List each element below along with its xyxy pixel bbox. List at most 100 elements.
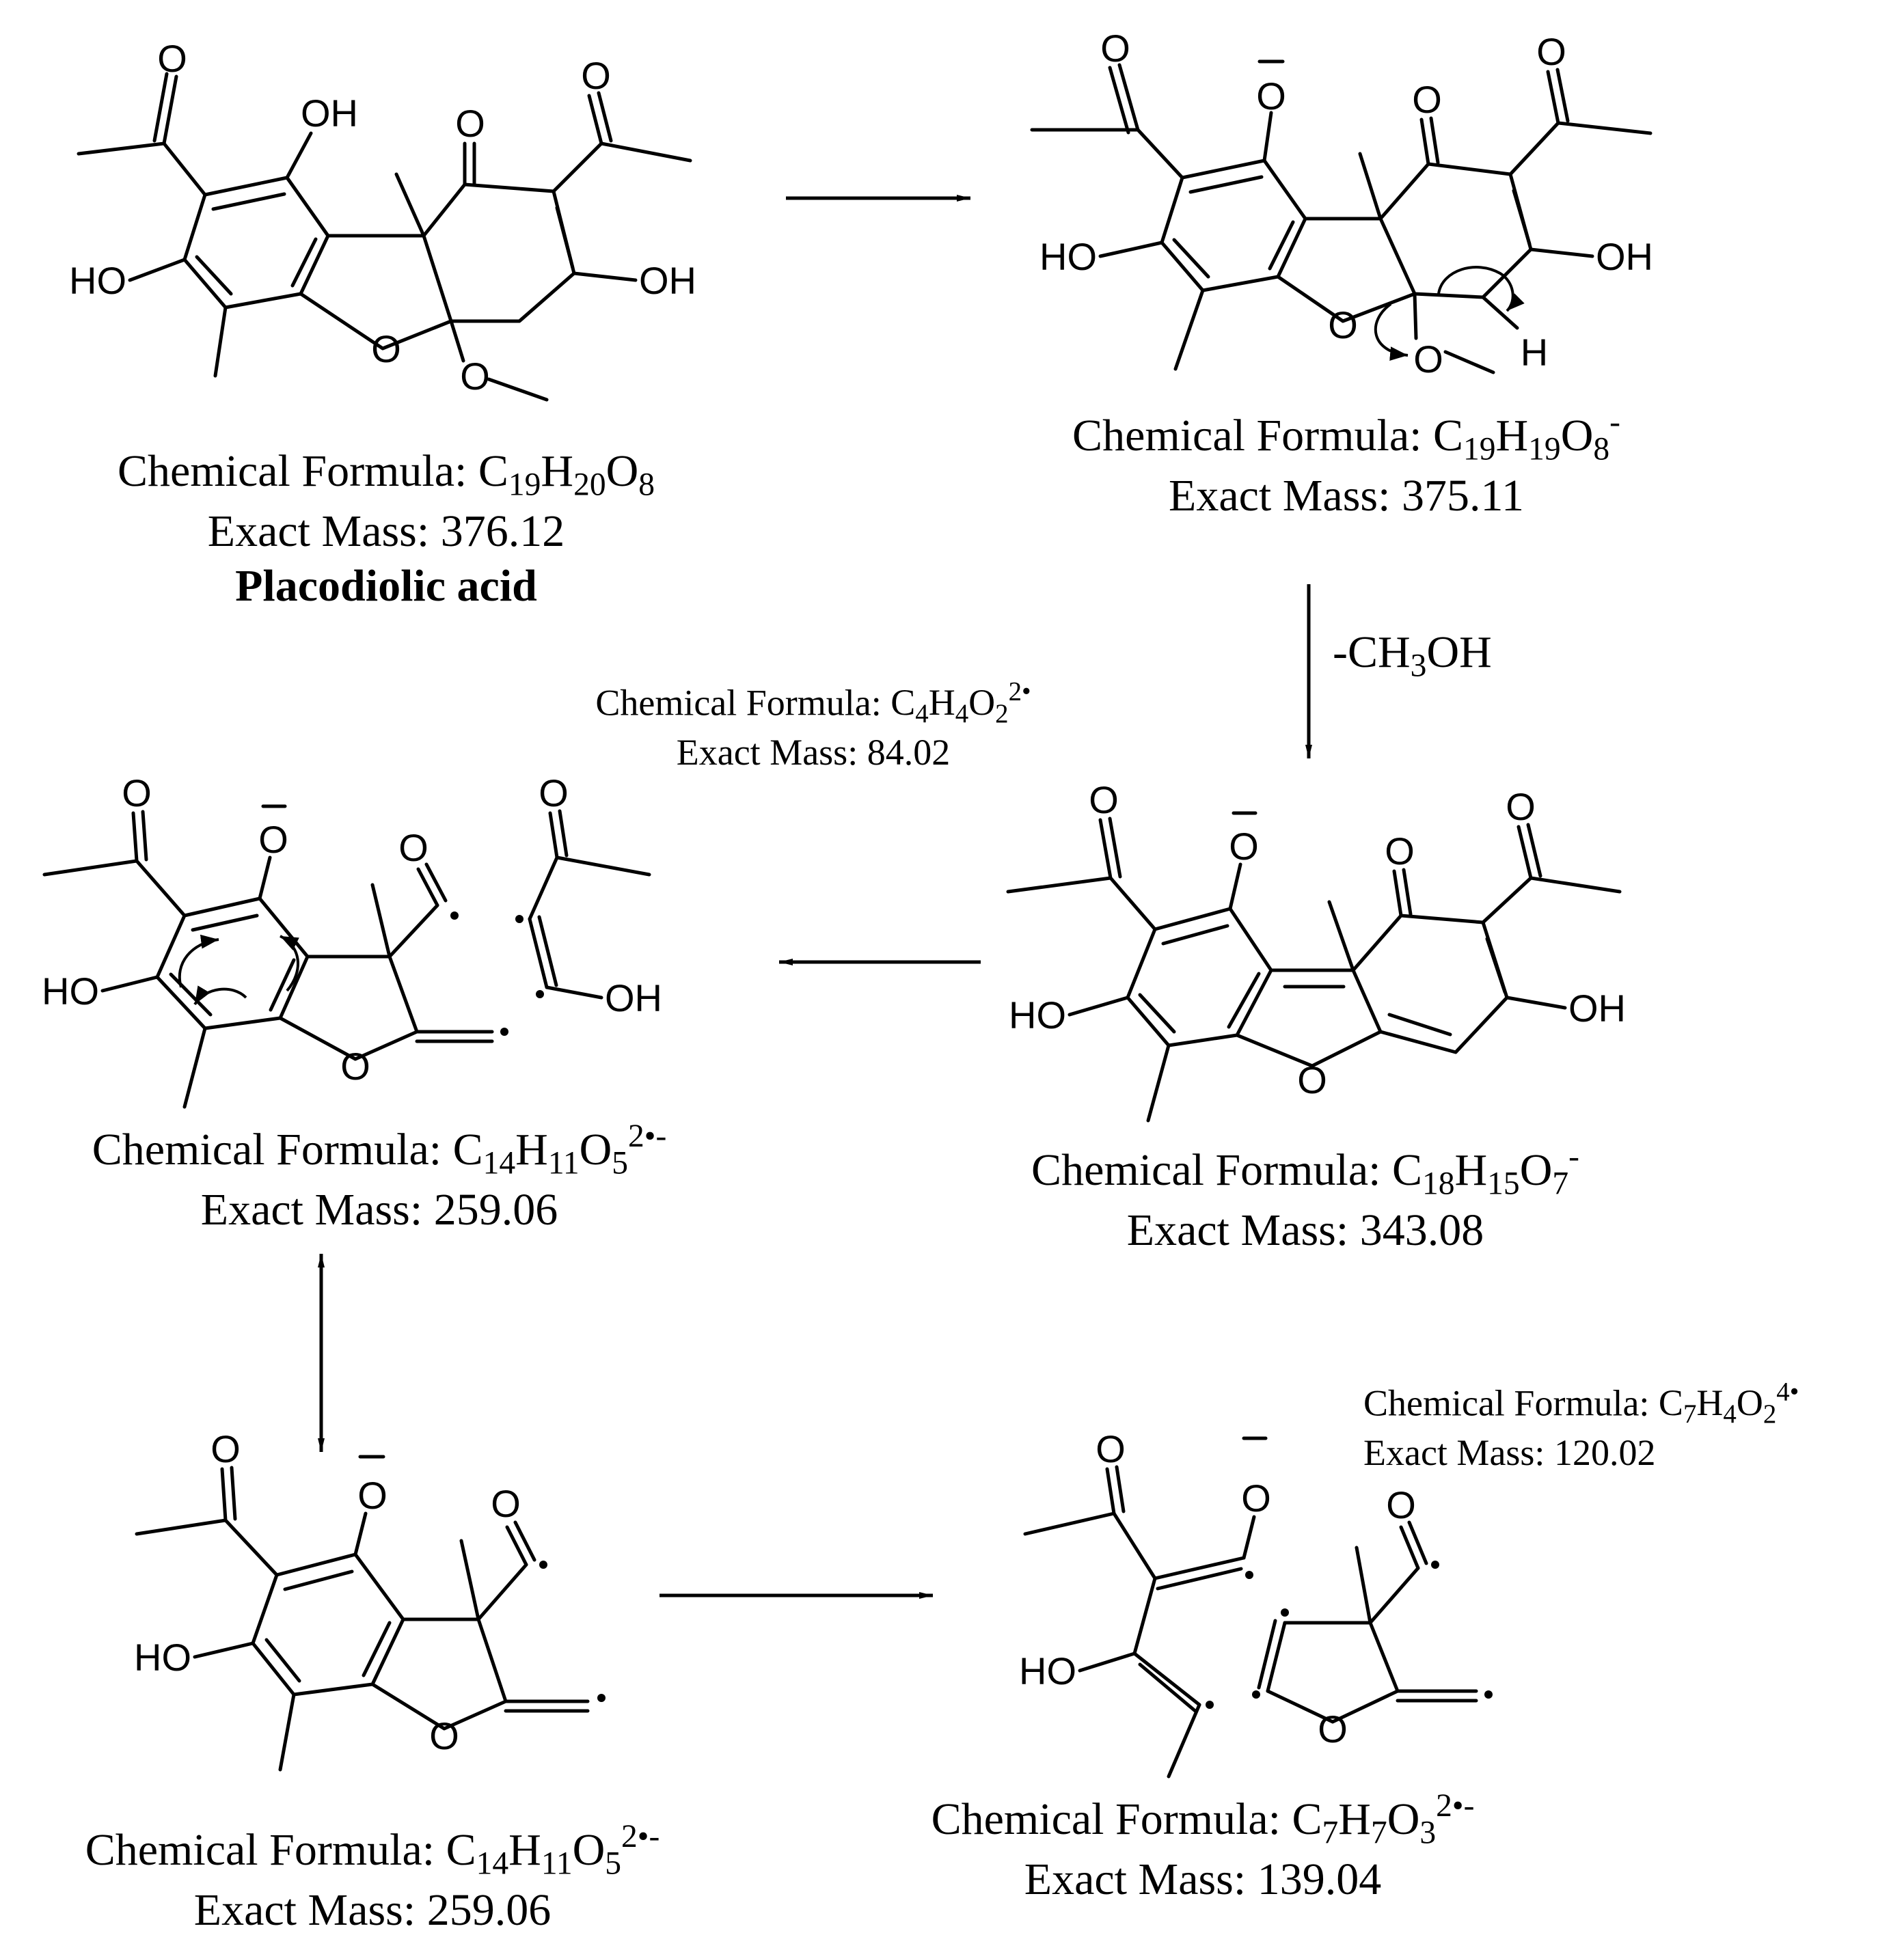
radical-dot	[515, 915, 523, 923]
formula: C7H7O32•-	[1292, 1788, 1475, 1851]
mass-line: Exact Mass: 139.04	[1024, 1854, 1382, 1905]
atom-label: OH	[1568, 987, 1626, 1030]
structure-final-product	[1023, 1436, 1478, 1779]
structure-placodiolic-acid	[77, 72, 692, 402]
atom-label: O	[1229, 825, 1259, 868]
radical-dots-structure-6	[1206, 1561, 1493, 1709]
atom-label: HO	[42, 970, 99, 1013]
mass-line: Exact Mass: 120.02	[1363, 1431, 1656, 1473]
atom-label: O	[1318, 1707, 1348, 1751]
atom-label: O	[258, 818, 288, 861]
compound-name: Placodiolic acid	[235, 560, 537, 611]
caption-placodiolic-acid: Chemical Formula: C19H20O8 Exact Mass: 3…	[48, 444, 724, 613]
atom-label: O	[1089, 778, 1119, 821]
radical-dots-structure-5	[539, 1561, 606, 1702]
structure-radical-anion-b	[135, 1455, 590, 1772]
caption-loss-c7: Chemical Formula: C7H4O24• Exact Mass: 1…	[1363, 1377, 1896, 1475]
atom-label: HO	[69, 259, 126, 302]
atom-label: O	[210, 1427, 241, 1470]
radical-dot	[536, 990, 544, 998]
formula: C18H15O7-	[1391, 1139, 1579, 1202]
radical-dot	[597, 1694, 606, 1702]
radical-dot	[539, 1561, 547, 1569]
atom-label: O	[455, 102, 485, 145]
atom-label: O	[539, 771, 569, 814]
radical-dot	[1431, 1561, 1439, 1569]
atom-label: HO	[1039, 235, 1097, 278]
atom-label: O	[429, 1714, 459, 1757]
formula: C19H19O8-	[1432, 404, 1620, 467]
atom-label: O	[122, 771, 152, 814]
atom-labels-structure-3: O O O O OH HO O	[1009, 778, 1626, 1101]
atom-label: OH	[639, 259, 696, 302]
atom-label: O	[1412, 78, 1442, 121]
caption-demethanol-product: Chemical Formula: C18H15O7- Exact Mass: …	[943, 1138, 1668, 1258]
atom-labels-structure-5: O O O HO O	[134, 1427, 521, 1757]
atom-label: O	[371, 327, 401, 370]
caption-anion: Chemical Formula: C19H19O8- Exact Mass: …	[984, 403, 1709, 523]
atom-labels-structure-2: O O O O OH HO O O H	[1039, 27, 1653, 381]
atom-label: O	[157, 37, 187, 80]
radical-dot	[1252, 1690, 1260, 1699]
atom-label: H	[1521, 331, 1548, 374]
formula-line: Chemical Formula: C14H11O52•-	[85, 1819, 660, 1882]
caption-radical-anion-a: Chemical Formula: C14H11O52•- Exact Mass…	[0, 1117, 759, 1237]
formula-line: Chemical Formula: C19H19O8-	[1072, 404, 1620, 467]
reaction-arrows	[318, 195, 1312, 1599]
atom-label: OH	[605, 976, 662, 1019]
atom-label: HO	[134, 1636, 191, 1679]
atom-label: O	[1241, 1477, 1271, 1520]
radical-dot	[500, 1028, 508, 1036]
atom-label: OH	[301, 92, 358, 135]
methanol-loss-label: -CH3OH	[1333, 627, 1492, 684]
mass-line: Exact Mass: 259.06	[193, 1885, 552, 1936]
structure-demethanol-product	[1006, 811, 1622, 1123]
formula-line: Chemical Formula: C18H15O7-	[1031, 1139, 1579, 1202]
caption-loss-c4: Chemical Formula: C4H4O22• Exact Mass: 8…	[506, 676, 1121, 775]
atom-label: OH	[1596, 235, 1653, 278]
caption-final-product: Chemical Formula: C7H7O32•- Exact Mass: …	[841, 1787, 1565, 1907]
atom-labels-structure-4: O O O HO O O OH	[42, 771, 662, 1088]
mass-line: Exact Mass: 343.08	[1126, 1205, 1484, 1256]
atom-label: O	[1328, 303, 1358, 346]
atom-label: O	[398, 826, 429, 869]
radical-dot	[450, 911, 459, 920]
radical-dots-structure-4	[450, 911, 544, 1036]
formula-line: Chemical Formula: C7H4O24•	[1363, 1377, 1799, 1429]
atom-label: O	[1096, 1427, 1126, 1470]
atom-label: O	[581, 54, 611, 97]
structure-anion	[1030, 59, 1653, 374]
atom-label: O	[491, 1482, 521, 1525]
caption-radical-anion-b: Chemical Formula: C14H11O52•- Exact Mass…	[0, 1817, 745, 1938]
radical-dot	[1281, 1608, 1289, 1617]
atom-label: O	[1100, 27, 1130, 70]
atom-label: HO	[1009, 993, 1066, 1037]
atom-label: O	[1256, 74, 1286, 118]
radical-dot	[1484, 1690, 1493, 1699]
mass-line: Exact Mass: 84.02	[676, 731, 951, 773]
atom-label: O	[1297, 1058, 1327, 1101]
structure-radical-anion-a	[42, 804, 651, 1109]
electron-arrows-structure-4	[178, 934, 299, 1006]
atom-labels-structure-1: O OH O O OH HO O O	[69, 37, 696, 398]
atom-label: O	[1385, 829, 1415, 873]
formula: C14H11O52•-	[452, 1119, 667, 1181]
formula: C19H20O8	[478, 446, 655, 503]
formula: C14H11O52•-	[446, 1819, 660, 1882]
mass-line: Exact Mass: 376.12	[207, 506, 565, 557]
radical-dot	[1206, 1701, 1214, 1709]
atom-label: O	[1386, 1483, 1416, 1526]
formula: C4H4O22•	[890, 677, 1031, 729]
atom-label: O	[1536, 30, 1566, 73]
atom-label: O	[340, 1045, 370, 1088]
formula-line: Chemical Formula: C4H4O22•	[595, 677, 1031, 729]
atom-label: O	[357, 1474, 387, 1517]
atom-label: O	[460, 355, 490, 398]
atom-label: O	[1413, 338, 1443, 381]
formula: C7H4O24•	[1658, 1377, 1799, 1429]
formula-line: Chemical Formula: C7H7O32•-	[931, 1788, 1475, 1851]
atom-labels-structure-6: O O HO O O	[1019, 1427, 1416, 1751]
radical-dot	[1245, 1571, 1253, 1579]
atom-label: HO	[1019, 1649, 1076, 1692]
